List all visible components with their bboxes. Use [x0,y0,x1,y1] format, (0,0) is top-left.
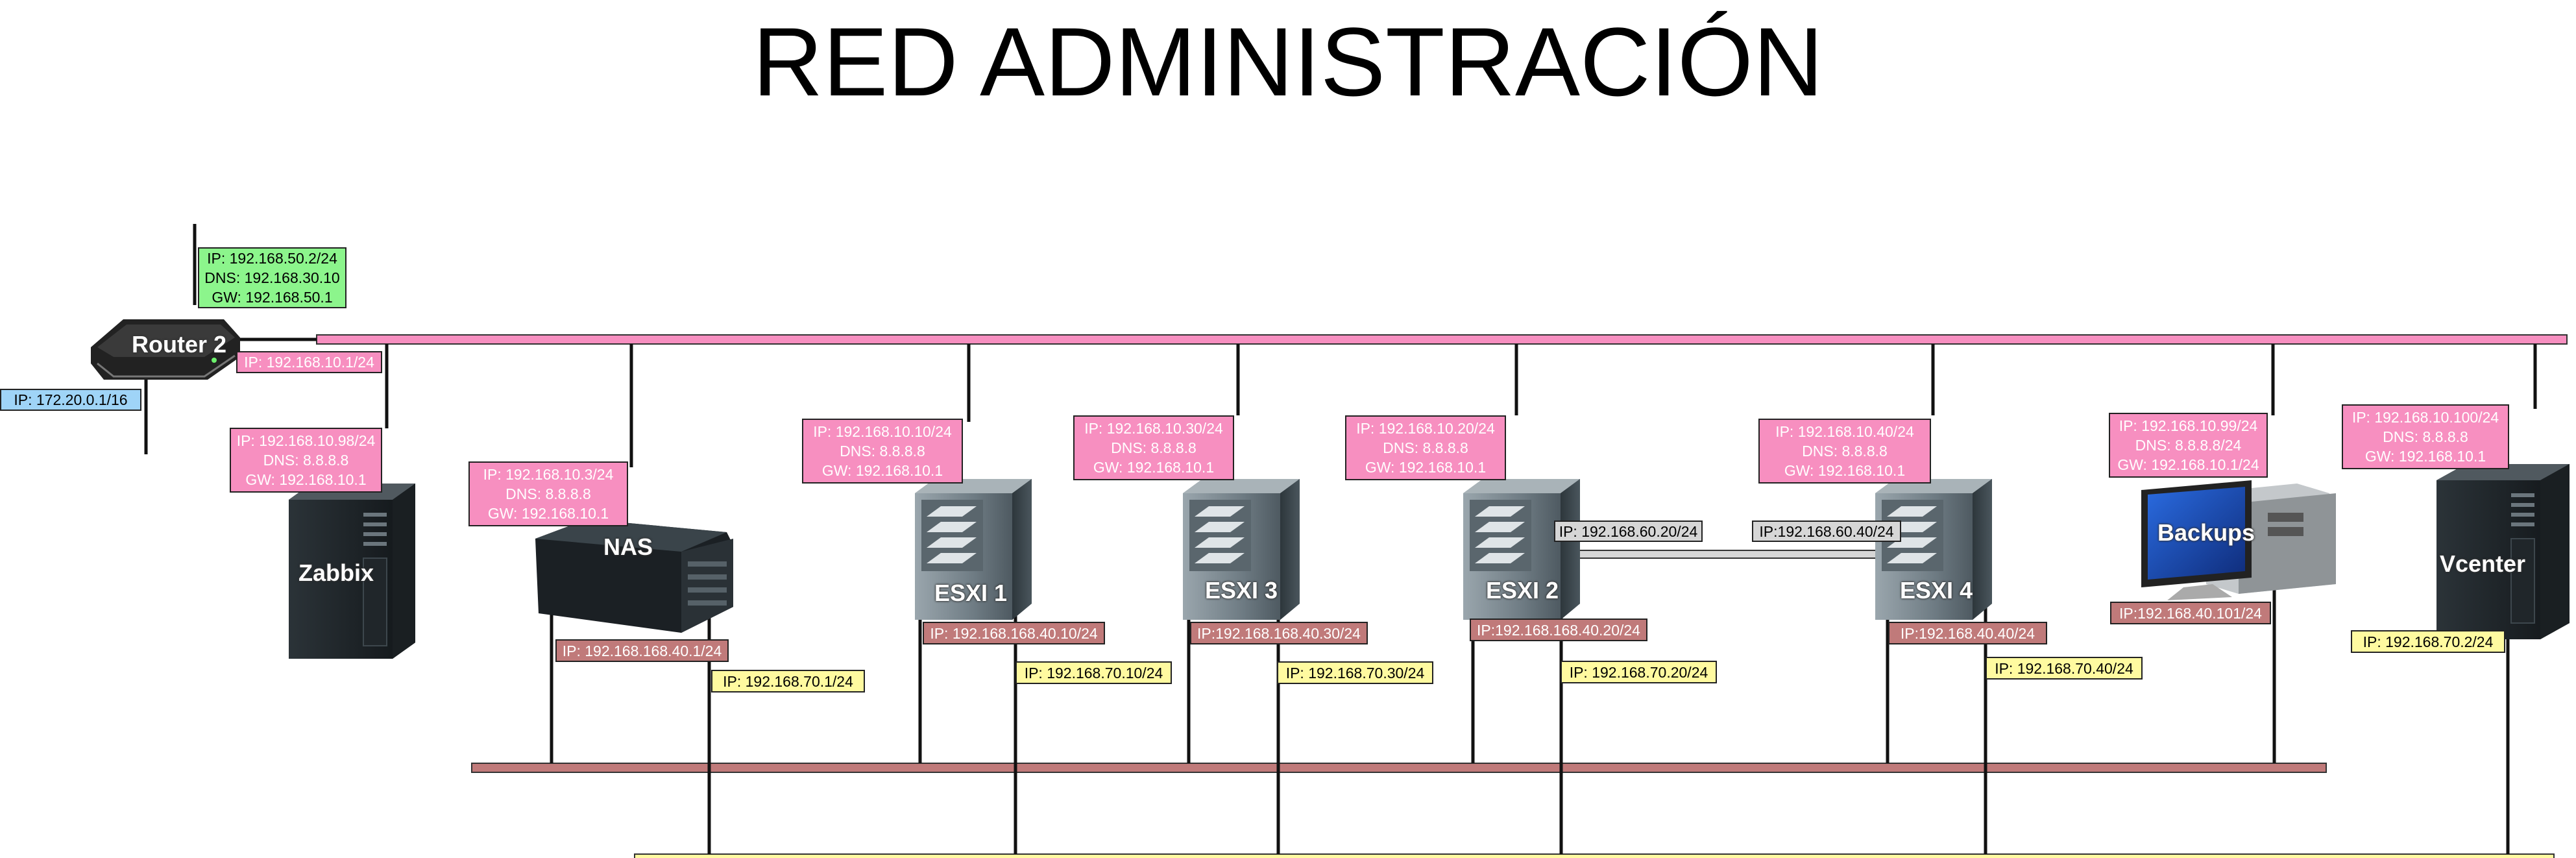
esxi4-dns: DNS: 8.8.8.8 [1802,443,1888,460]
vcenter-gw: GW: 192.168.10.1 [2364,448,2486,465]
backups-storage-ip: IP:192.168.40.101/24 [2110,602,2271,624]
vcenter-lan-config: IP: 192.168.10.100/24 DNS: 8.8.8.8 GW: 1… [2342,404,2509,469]
esxi1-gw: GW: 192.168.10.1 [821,462,943,479]
vcenter-mgmt-ip: IP: 192.168.70.2/24 [2351,630,2505,653]
esxi2-mgmt-ip: IP: 192.168.70.20/24 [1561,661,1717,683]
esxi4-storage-ip: IP:192.168.40.40/24 [1888,622,2047,644]
esxi1-name-label: ESXI 1 [934,580,1008,606]
router-wan-dns: DNS: 192.168.30.10 [204,269,340,286]
esxi3-ip: IP: 192.168.10.30/24 [1084,420,1223,437]
zabbix-ip: IP: 192.168.10.98/24 [236,432,376,449]
esxi4-vmotion-ip: IP:192.168.60.40/24 [1752,521,1901,542]
mgmt-bus-yellow [634,853,2555,858]
backups-dns: DNS: 8.8.8.8/24 [2135,437,2242,454]
desktop-computer-icon [2141,480,2336,600]
vcenter-dns: DNS: 8.8.8.8 [2383,428,2468,445]
vmotion-link [1579,550,1878,559]
nas-dns: DNS: 8.8.8.8 [505,485,591,502]
server-icon [1875,479,1992,620]
backups-ip: IP: 192.168.10.99/24 [2119,417,2258,434]
esxi3-gw: GW: 192.168.10.1 [1093,459,1215,476]
diagram-title: RED ADMINISTRACIÓN [752,7,1824,116]
backups-gw: GW: 192.168.10.1/24 [2117,456,2259,473]
router-ext-ip: IP: 172.20.0.1/16 [0,389,141,411]
zabbix-dns: DNS: 8.8.8.8 [263,452,349,469]
server-tower-icon [2436,464,2570,639]
backups-name-label: Backups [2157,519,2255,546]
esxi4-mgmt-ip: IP: 192.168.70.40/24 [1986,657,2143,680]
esxi2-ip: IP: 192.168.10.20/24 [1356,420,1495,437]
nas-mgmt-ip: IP: 192.168.70.1/24 [711,670,865,693]
nas-name-label: NAS [603,533,653,560]
esxi1-mgmt-ip: IP: 192.168.70.10/24 [1015,661,1172,684]
esxi2-vmotion-ip: IP: 192.168.60.20/24 [1554,521,1703,542]
router-wan-gw: GW: 192.168.50.1 [212,289,333,306]
esxi3-dns: DNS: 8.8.8.8 [1111,439,1197,456]
esxi2-dns: DNS: 8.8.8.8 [1383,439,1468,456]
lan-bus-pink [316,334,2568,345]
esxi4-name-label: ESXI 4 [1900,577,1973,604]
esxi4-gw: GW: 192.168.10.1 [1784,462,1906,479]
vcenter-ip: IP: 192.168.10.100/24 [2351,409,2499,426]
esxi1-lan-config: IP: 192.168.10.10/24 DNS: 8.8.8.8 GW: 19… [802,419,963,484]
router-wan-config: IP: 192.168.50.2/24 DNS: 192.168.30.10 G… [198,247,346,308]
esxi2-name-label: ESXI 2 [1486,577,1559,604]
esxi1-storage-ip: IP: 192.168.168.40.10/24 [923,622,1105,644]
esxi3-mgmt-ip: IP: 192.168.70.30/24 [1277,661,1433,684]
storage-bus-rose [471,763,2327,773]
server-tower-icon [289,484,415,659]
nas-icon [535,519,733,633]
router-lan-ip: IP: 192.168.10.1/24 [236,351,382,373]
esxi2-storage-ip: IP:192.168.168.40.20/24 [1470,619,1647,641]
server-icon [1183,479,1300,620]
nas-storage-ip: IP: 192.168.168.40.1/24 [555,639,729,662]
backups-lan-config: IP: 192.168.10.99/24 DNS: 8.8.8.8/24 GW:… [2109,413,2268,478]
router-wan-ip: IP: 192.168.50.2/24 [207,250,337,267]
router-icon [91,319,240,380]
vcenter-name-label: Vcenter [2440,550,2526,577]
zabbix-lan-config: IP: 192.168.10.98/24 DNS: 8.8.8.8 GW: 19… [230,428,382,493]
esxi3-storage-ip: IP:192.168.168.40.30/24 [1190,622,1368,644]
esxi3-name-label: ESXI 3 [1205,577,1278,604]
esxi1-ip: IP: 192.168.10.10/24 [813,423,952,440]
zabbix-name-label: Zabbix [298,559,374,586]
zabbix-gw: GW: 192.168.10.1 [245,471,367,488]
esxi2-lan-config: IP: 192.168.10.20/24 DNS: 8.8.8.8 GW: 19… [1345,415,1506,480]
esxi1-dns: DNS: 8.8.8.8 [840,443,925,460]
nas-ip: IP: 192.168.10.3/24 [483,466,614,483]
nas-lan-config: IP: 192.168.10.3/24 DNS: 8.8.8.8 GW: 192… [468,461,628,526]
lan-drops [385,344,2537,467]
server-icon [1463,479,1580,620]
esxi3-lan-config: IP: 192.168.10.30/24 DNS: 8.8.8.8 GW: 19… [1073,415,1234,480]
esxi4-ip: IP: 192.168.10.40/24 [1775,423,1914,440]
router-name-label: Router 2 [132,331,227,358]
esxi4-lan-config: IP: 192.168.10.40/24 DNS: 8.8.8.8 GW: 19… [1758,419,1931,484]
esxi2-gw: GW: 192.168.10.1 [1365,459,1487,476]
nas-gw: GW: 192.168.10.1 [487,505,609,522]
